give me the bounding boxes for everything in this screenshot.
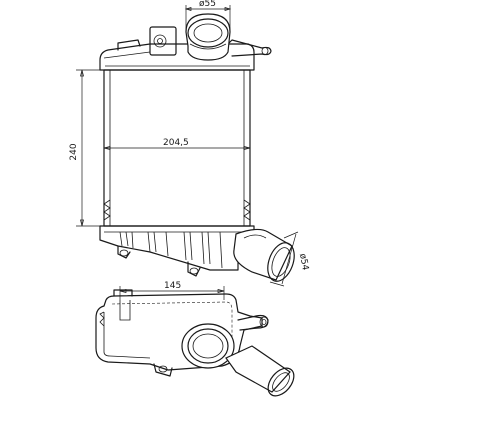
bottom-tank — [99, 225, 255, 277]
inlet-diameter-label: ø55 — [199, 0, 216, 9]
dimension-top-length: 145 — [119, 281, 225, 300]
dimension-inlet-diameter: ø55 — [184, 0, 232, 30]
front-view: ø55 240 204,5 ø54 — [69, 0, 310, 287]
inlet-pipe — [185, 13, 231, 61]
top-view: 145 — [95, 281, 295, 397]
top-length-label: 145 — [164, 281, 181, 291]
dimension-width: 204,5 — [103, 138, 251, 150]
outlet-diameter-label: ø54 — [297, 253, 310, 272]
top-tank — [99, 26, 272, 71]
outlet-pipe — [233, 228, 295, 282]
dimension-outlet-diameter: ø54 — [269, 231, 310, 287]
width-label: 204,5 — [163, 138, 189, 148]
height-label: 240 — [69, 143, 79, 160]
dimension-height: 240 — [69, 69, 104, 227]
